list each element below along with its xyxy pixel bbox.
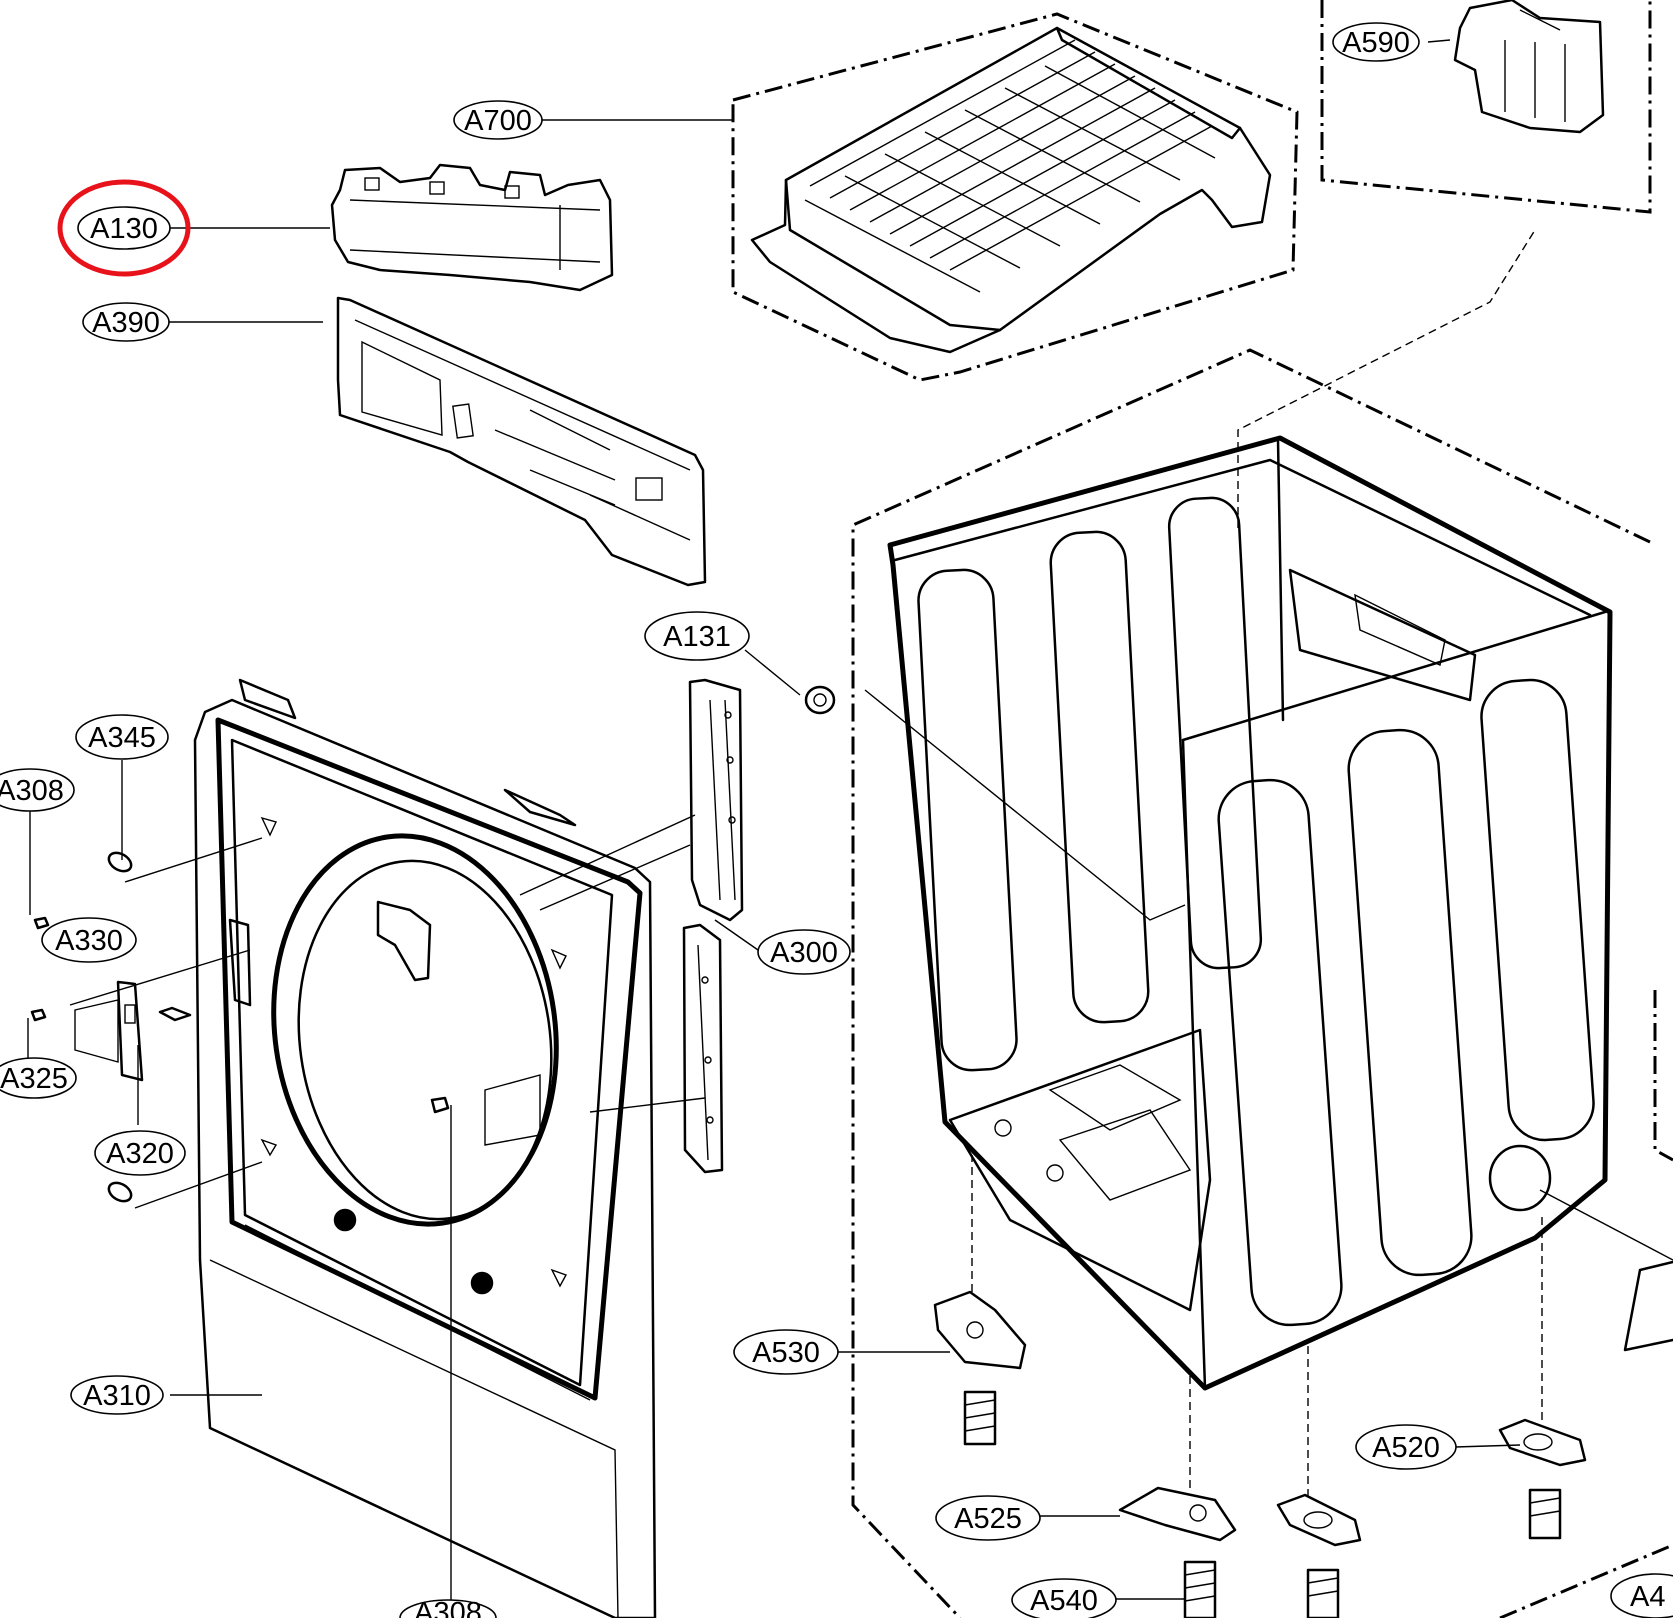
group-boundary-top-tray	[731, 12, 1299, 382]
svg-text:A525: A525	[954, 1503, 1022, 1535]
svg-text:A300: A300	[770, 937, 838, 969]
svg-text:A700: A700	[464, 105, 532, 137]
label-a345[interactable]: A345	[75, 714, 169, 760]
label-a308-bottom[interactable]: A308	[399, 1597, 497, 1618]
svg-text:A320: A320	[106, 1138, 174, 1170]
part-labels: A130 A390 A700 A590 A131 A345 A308	[0, 22, 1673, 1618]
label-a700[interactable]: A700	[453, 100, 543, 140]
label-a131[interactable]: A131	[644, 611, 750, 661]
svg-text:A540: A540	[1030, 1585, 1098, 1617]
part-a310-front-panel	[193, 678, 657, 1618]
part-left-hardware	[30, 851, 541, 1203]
label-a320[interactable]: A320	[94, 1130, 186, 1176]
label-a130[interactable]: A130	[57, 179, 191, 277]
svg-text:A308: A308	[0, 775, 64, 807]
part-right-edge-partial	[1623, 1260, 1673, 1352]
label-a308-left[interactable]: A308	[0, 768, 75, 812]
part-leg-brackets	[933, 1290, 1587, 1547]
label-a530[interactable]: A530	[733, 1329, 839, 1375]
label-a300[interactable]: A300	[757, 929, 851, 975]
label-a325[interactable]: A325	[0, 1057, 77, 1099]
part-leveling-feet	[963, 1390, 1562, 1618]
part-a300-brackets	[682, 678, 744, 1174]
svg-text:A4: A4	[1630, 1581, 1665, 1613]
label-a4-partial[interactable]: A4	[1610, 1573, 1673, 1618]
label-a540[interactable]: A540	[1011, 1578, 1117, 1618]
highlight-circle	[57, 179, 191, 277]
svg-text:A130: A130	[90, 213, 158, 245]
part-a130-frame	[330, 163, 614, 292]
svg-text:A325: A325	[0, 1063, 68, 1095]
label-a525[interactable]: A525	[935, 1495, 1041, 1541]
leader-lines	[27, 39, 1673, 1610]
group-boundary-top-right	[1320, 0, 1652, 214]
group-boundary-cabinet-right	[1499, 1543, 1673, 1618]
part-cabinet	[887, 435, 1613, 1391]
label-a390[interactable]: A390	[82, 302, 170, 342]
part-a590-bracket	[1453, 0, 1605, 134]
label-a310[interactable]: A310	[70, 1375, 164, 1415]
svg-text:A308: A308	[414, 1597, 482, 1618]
svg-text:A530: A530	[752, 1337, 820, 1369]
part-a131-bushing	[804, 685, 836, 715]
part-a700-tray	[750, 26, 1272, 354]
part-a390-panel	[336, 296, 707, 587]
svg-text:A590: A590	[1342, 27, 1410, 59]
group-boundary-right-edge	[1653, 990, 1673, 1162]
svg-text:A390: A390	[92, 307, 160, 339]
svg-text:A131: A131	[663, 621, 731, 653]
label-a590[interactable]: A590	[1332, 22, 1420, 62]
label-a520[interactable]: A520	[1355, 1424, 1457, 1470]
svg-text:A345: A345	[88, 722, 156, 754]
label-a330[interactable]: A330	[41, 917, 137, 963]
svg-text:A310: A310	[83, 1380, 151, 1412]
svg-text:A520: A520	[1372, 1432, 1440, 1464]
svg-text:A330: A330	[55, 925, 123, 957]
